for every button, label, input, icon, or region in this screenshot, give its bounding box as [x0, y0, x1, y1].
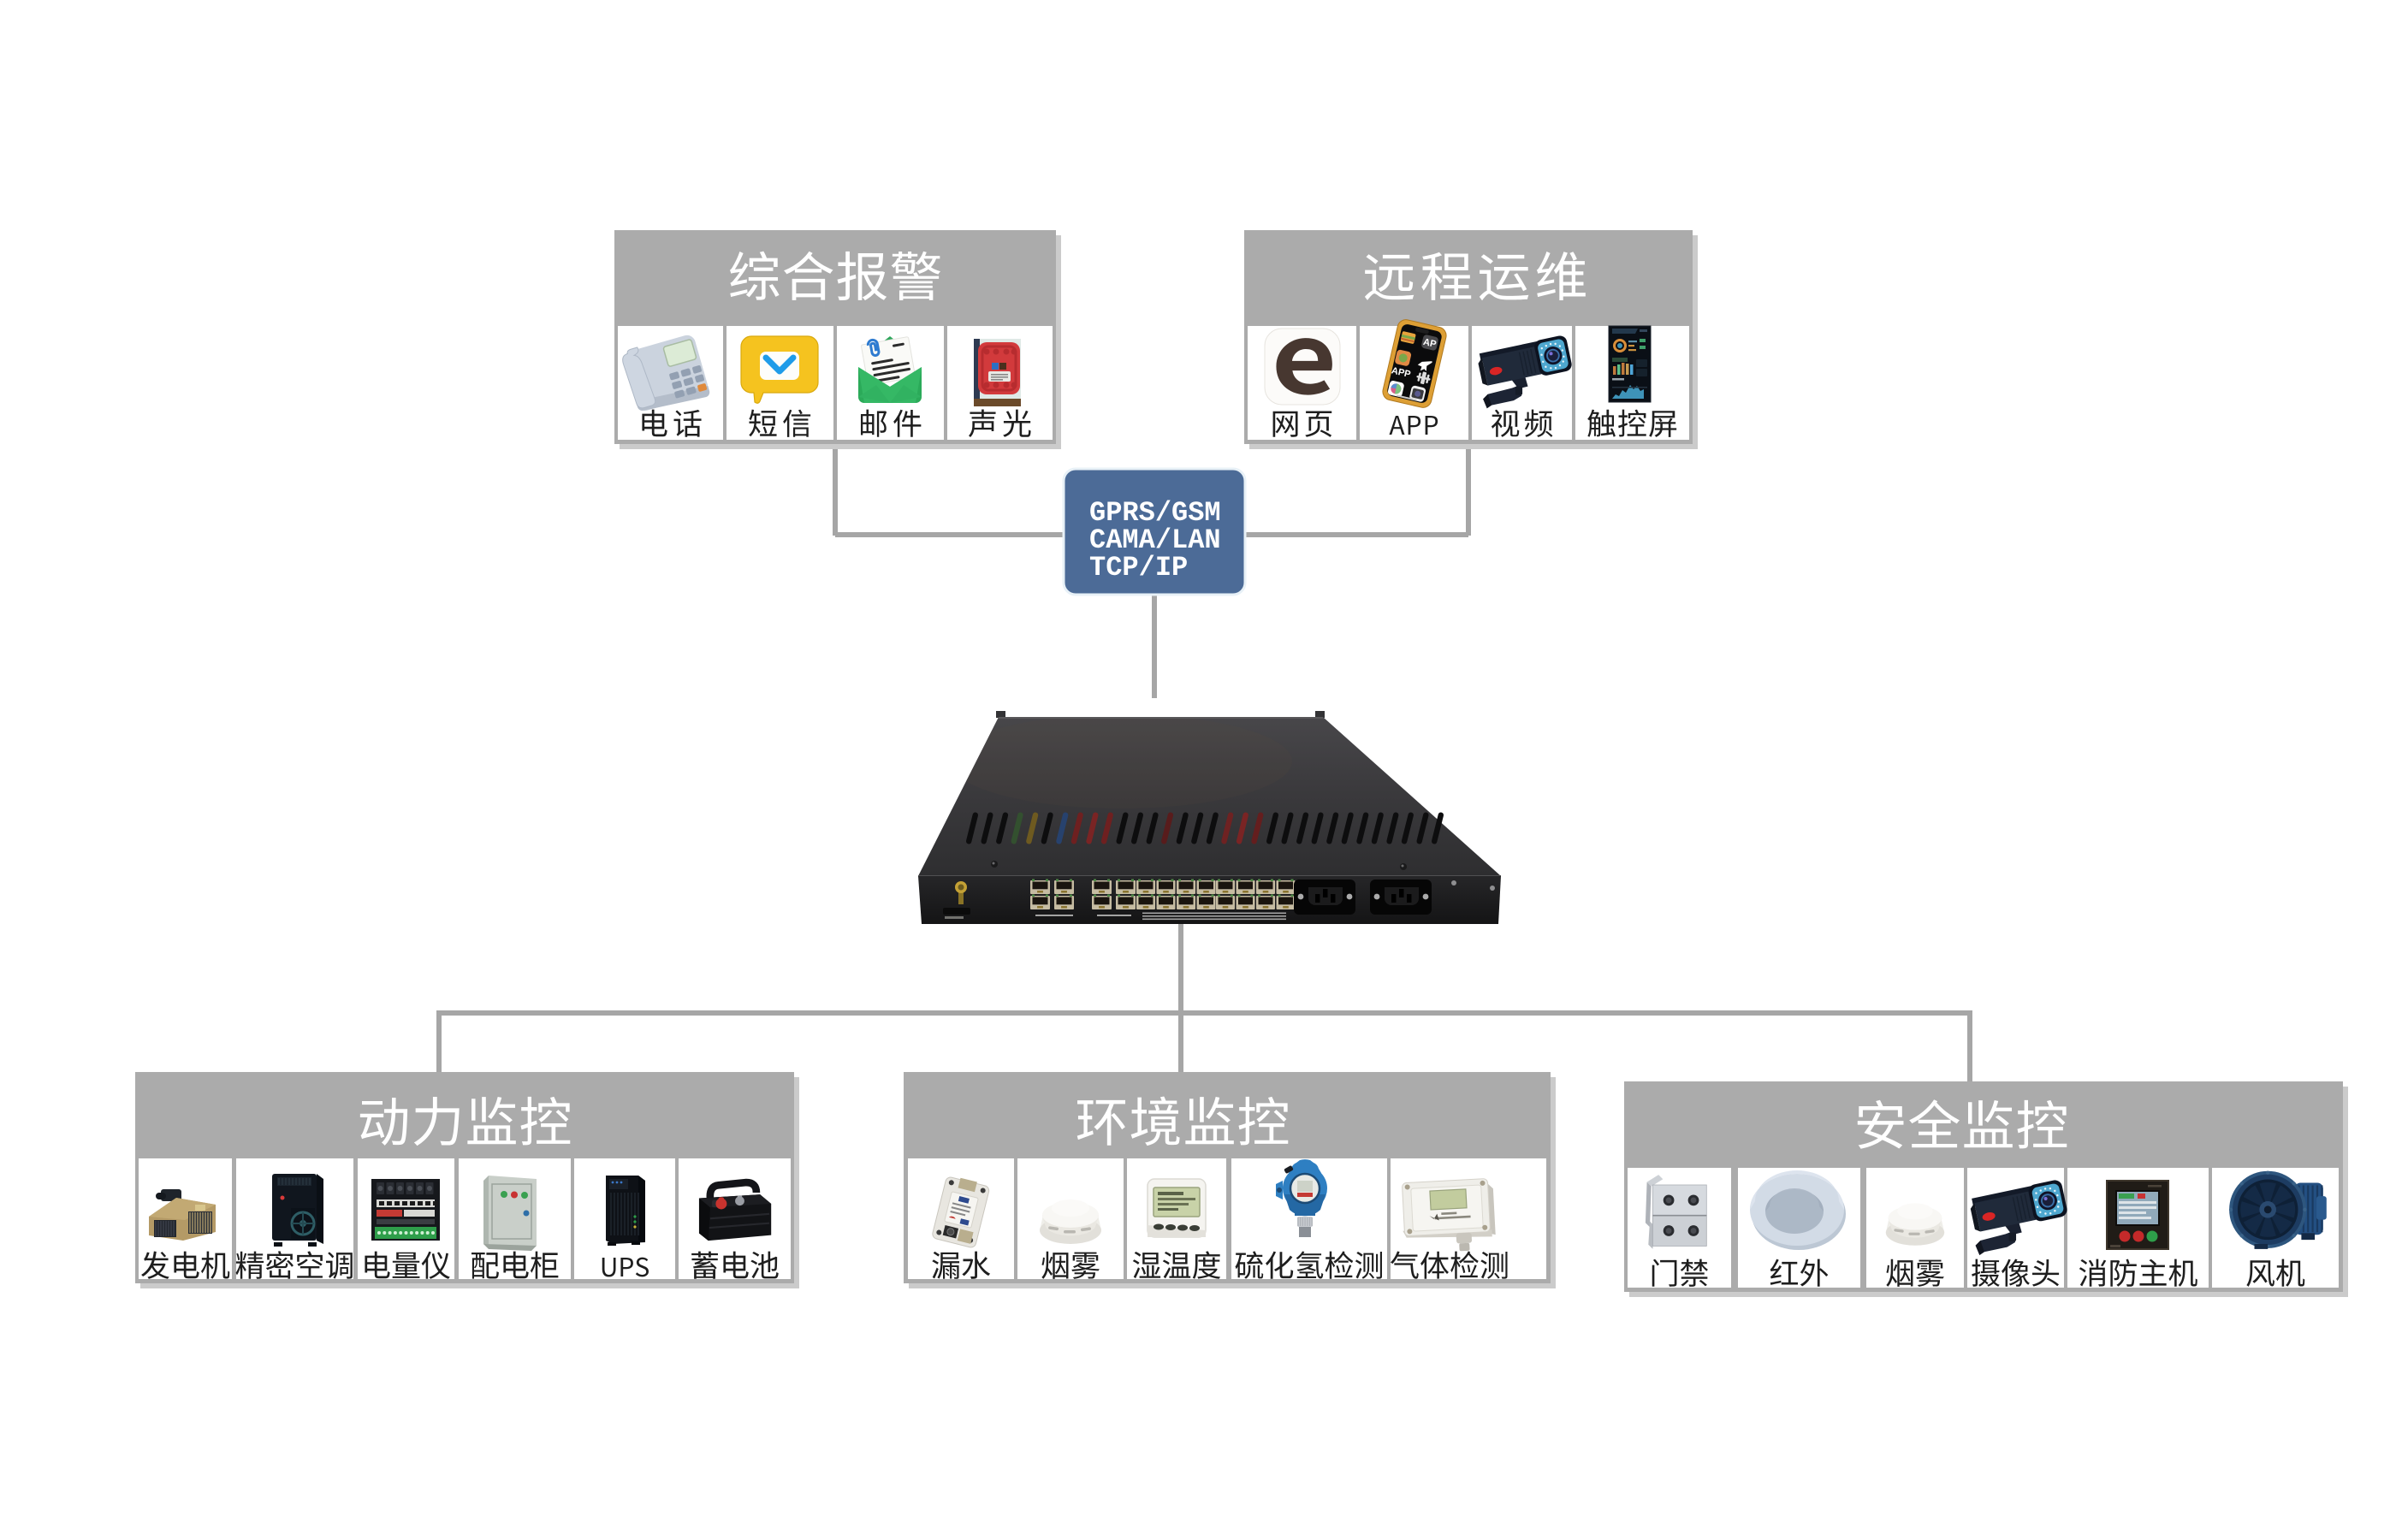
svg-text:GPRS/GSM: GPRS/GSM — [1089, 497, 1221, 529]
svg-text:AP: AP — [1422, 337, 1438, 350]
svg-text:CAMA/LAN: CAMA/LAN — [1089, 524, 1221, 556]
svg-text:APP: APP — [1391, 365, 1412, 380]
svg-text:TCP/IP: TCP/IP — [1089, 552, 1188, 583]
